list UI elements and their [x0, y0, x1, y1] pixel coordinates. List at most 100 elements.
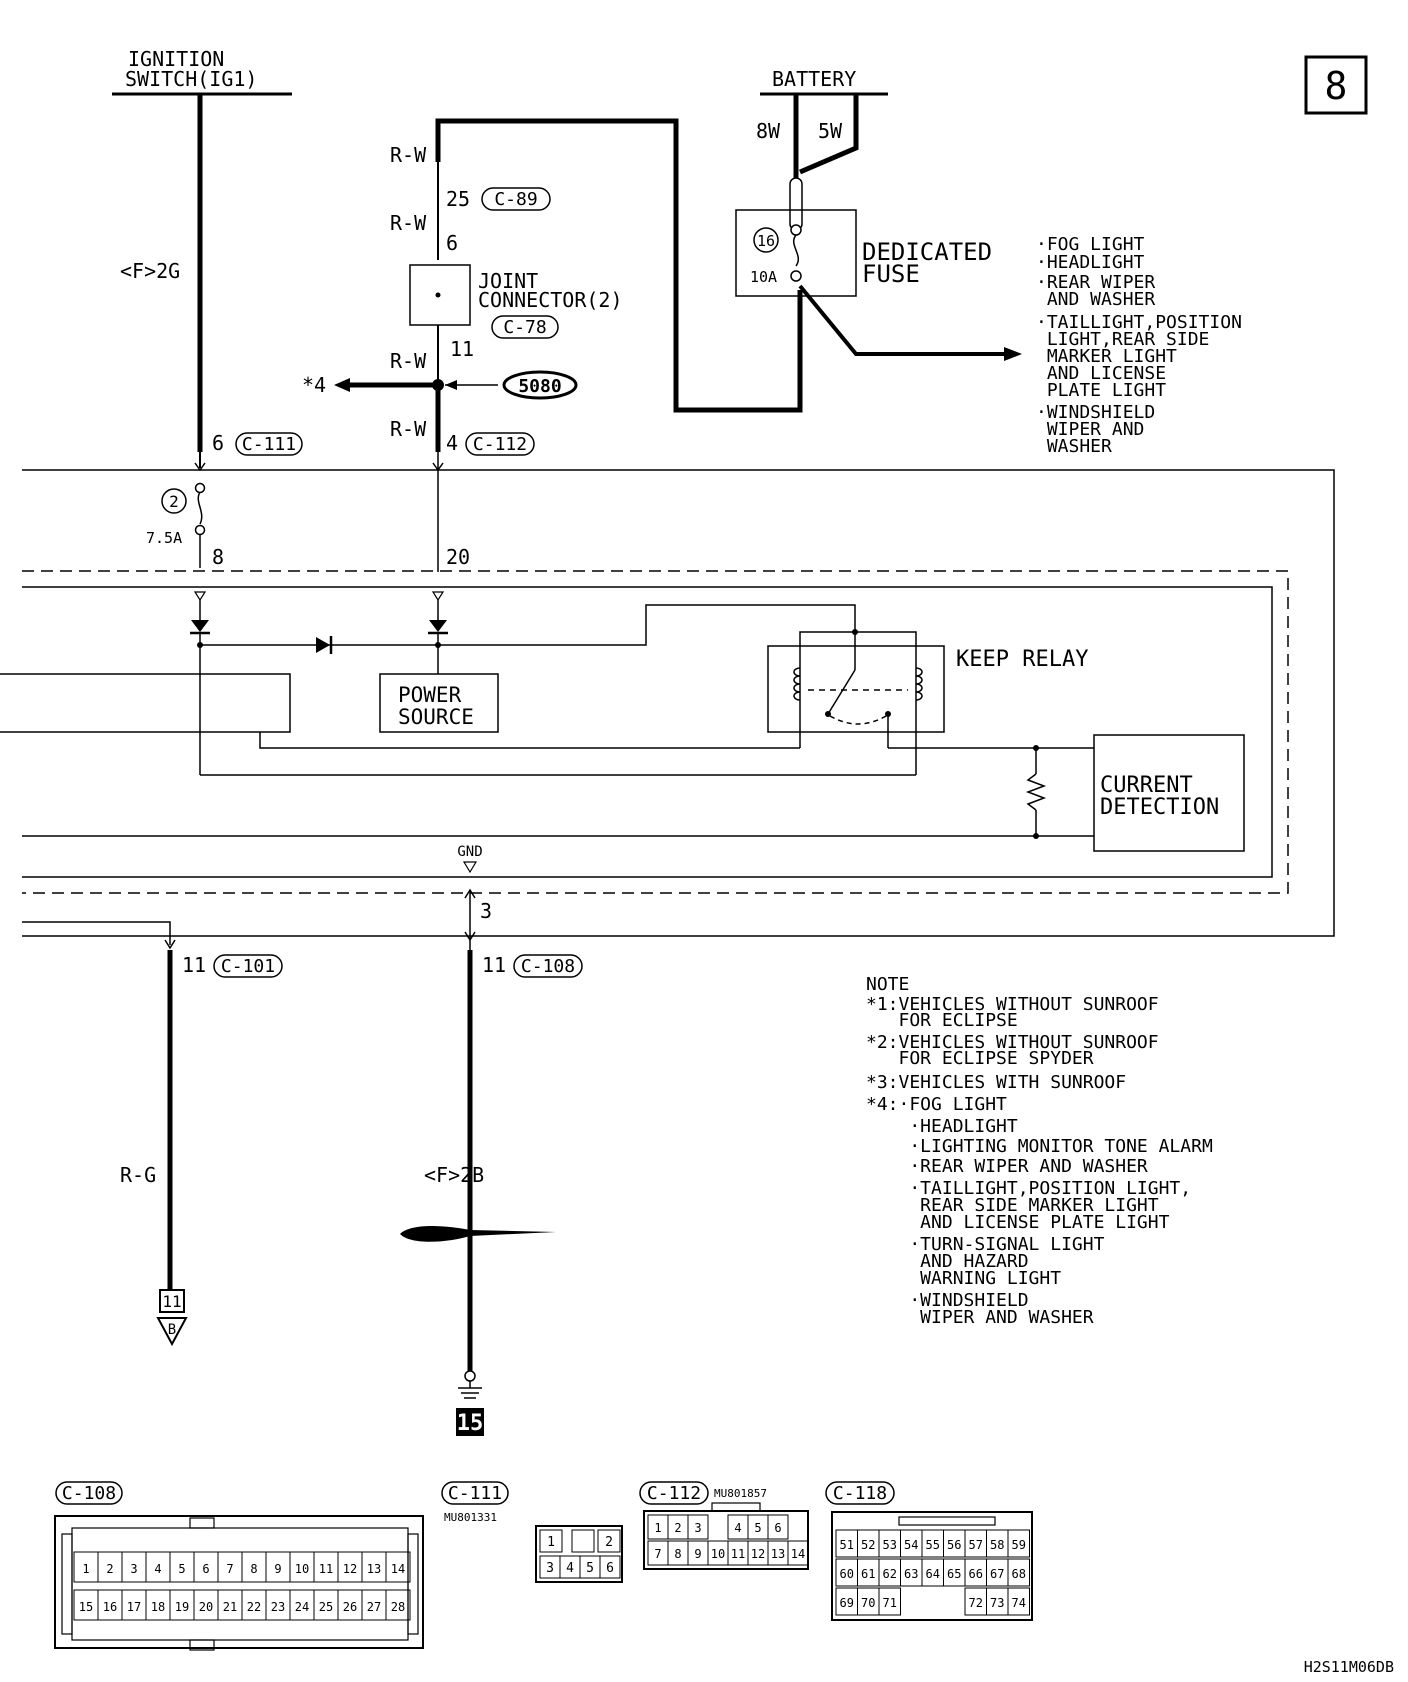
relay-feed-wire — [438, 604, 856, 646]
pin-cell — [687, 1514, 709, 1540]
pin-number: 5 — [178, 1562, 185, 1576]
diode-left — [191, 620, 209, 632]
pin-number: 57 — [969, 1538, 983, 1552]
pin-number: 56 — [947, 1538, 961, 1552]
pin-cell — [767, 1514, 789, 1540]
pin-number: 26 — [343, 1600, 357, 1614]
fuse-output-item: LIGHT,REAR SIDE — [1036, 329, 1209, 350]
pin-20-inner-arrow — [431, 591, 445, 602]
wire-rw-2: R-W — [390, 211, 427, 235]
note-lines: *1:VEHICLES WITHOUT SUNROOF FOR ECLIPSE*… — [866, 994, 1213, 1328]
relay-control-wire — [259, 732, 800, 749]
c111-pin-arrow — [194, 462, 206, 472]
note-line: *1:VEHICLES WITHOUT SUNROOF — [866, 994, 1159, 1015]
pin-number: 68 — [1012, 1567, 1026, 1581]
note-line: AND HAZARD — [866, 1251, 1029, 1272]
pin-cell — [1007, 1529, 1030, 1558]
pin-number: 8 — [250, 1562, 257, 1576]
ground-point-badge — [456, 1408, 484, 1436]
pin-number: 4 — [734, 1521, 741, 1535]
pin-number: 17 — [127, 1600, 141, 1614]
ecu-inner-boundary — [22, 586, 1273, 878]
fuse-16-body — [789, 177, 803, 231]
joint-connector-label-1: JOINT — [478, 269, 538, 293]
keep-relay-label: KEEP RELAY — [956, 647, 1088, 672]
pin-number: 9 — [274, 1562, 281, 1576]
pin-number: 7 — [226, 1562, 233, 1576]
connector-c112-label: C-112 — [473, 434, 527, 455]
wire-5w-label: 5W — [818, 119, 843, 143]
page-number-box — [1304, 55, 1368, 115]
terminal-b-triangle — [156, 1317, 188, 1347]
pin-number: 60 — [840, 1567, 854, 1581]
pin-number: 14 — [791, 1547, 805, 1561]
c112-pin-arrow — [432, 462, 444, 472]
pin-number: 2 — [674, 1521, 681, 1535]
fuse-output-item: WIPER AND — [1036, 419, 1144, 440]
fuse-output-item: ·TAILLIGHT,POSITION — [1036, 312, 1242, 333]
connector-view-c118-label: C-118 — [833, 1483, 887, 1504]
note-line: *3:VEHICLES WITH SUNROOF — [866, 1072, 1126, 1093]
note-line: REAR SIDE MARKER LIGHT — [866, 1195, 1159, 1216]
note-line: ·REAR WIPER AND WASHER — [866, 1156, 1148, 1177]
pin-number: 10 — [295, 1562, 309, 1576]
joint-connector-box — [409, 264, 471, 326]
pin-number: 12 — [751, 1547, 765, 1561]
connector-view-c112-part: MU801857 — [714, 1487, 767, 1500]
control-block — [0, 673, 291, 733]
note-line: ·WINDSHIELD — [866, 1290, 1029, 1311]
pin-cell — [1007, 1558, 1030, 1587]
pin-joint-11: 11 — [450, 337, 474, 361]
fuse-output-wire — [798, 284, 1005, 356]
pin-number: 59 — [1012, 1538, 1026, 1552]
connector-c89-tag: C-89 — [481, 187, 551, 211]
star4-label: *4 — [302, 373, 326, 397]
current-detection-label-1: CURRENT — [1100, 773, 1193, 798]
note-line: ·TURN-SIGNAL LIGHT — [866, 1234, 1105, 1255]
connector-view-c111-label: C-111 — [448, 1483, 502, 1504]
pin-c89-25: 25 — [446, 187, 470, 211]
connector-c89-label: C-89 — [494, 189, 537, 210]
wire-rw-1: R-W — [390, 143, 427, 167]
note-line: FOR ECLIPSE SPYDER — [866, 1048, 1094, 1069]
pin-number: 27 — [367, 1600, 381, 1614]
pin-number: 5 — [754, 1521, 761, 1535]
pin-number: 1 — [82, 1562, 89, 1576]
fuse-output-list: ·FOG LIGHT·HEADLIGHT·REAR WIPER AND WASH… — [1036, 234, 1242, 457]
pin-number: 2 — [106, 1562, 113, 1576]
pin-number: 6 — [202, 1562, 209, 1576]
pin-number: 19 — [175, 1600, 189, 1614]
pin-cell — [878, 1587, 901, 1616]
pin-number: 16 — [103, 1600, 117, 1614]
note-line: ·TAILLIGHT,POSITION LIGHT, — [866, 1178, 1191, 1199]
pin-number: 51 — [840, 1538, 854, 1552]
pin-cell — [597, 1529, 621, 1553]
fuse-output-item: ·FOG LIGHT — [1036, 234, 1145, 255]
pin-number: 54 — [904, 1538, 918, 1552]
pin-number: 20 — [199, 1600, 213, 1614]
pin-number: 25 — [319, 1600, 333, 1614]
pin-cell-blank — [571, 1529, 595, 1553]
connector-view-c112-label: C-112 — [647, 1483, 701, 1504]
footer-code: H2S11M06DB — [1304, 1658, 1394, 1676]
pin-number: 55 — [926, 1538, 940, 1552]
pin-number: 3 — [130, 1562, 137, 1576]
ecu-outer-boundary — [22, 469, 1335, 937]
keep-relay-box — [767, 645, 945, 733]
diode-right — [429, 620, 447, 632]
terminal-b-letter: B — [168, 1322, 176, 1338]
pin-number: 74 — [1012, 1596, 1026, 1610]
terminal-11-box — [159, 1289, 185, 1313]
fuse-output-arrow — [1004, 347, 1022, 361]
pin-cell — [599, 1555, 621, 1579]
dedicated-fuse-label-2: FUSE — [862, 260, 920, 288]
pin-c111-6: 6 — [212, 431, 224, 455]
pin-8-inner-arrow — [193, 591, 207, 602]
pin-cell — [385, 1589, 411, 1621]
fuse-16-element — [793, 234, 799, 267]
pin-number: 12 — [343, 1562, 357, 1576]
pin-number: 11 — [731, 1547, 745, 1561]
note-line: *2:VEHICLES WITHOUT SUNROOF — [866, 1032, 1159, 1053]
